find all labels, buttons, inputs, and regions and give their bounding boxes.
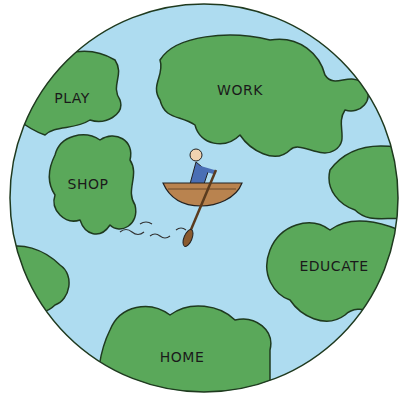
globe-outline [10,4,398,392]
region-label: HOME [160,349,204,365]
region-label: SHOP [68,176,109,192]
land-shop [49,135,136,234]
land-north [250,0,340,20]
rower [120,149,242,248]
region-label: PLAY [54,90,90,106]
land-work [156,35,368,156]
land-play [0,51,121,135]
region-label: WORK [217,82,263,98]
land-east [329,146,408,220]
region-label: EDUCATE [299,258,368,274]
land-southwest [0,246,69,320]
land-home [98,306,271,396]
land-educate [267,221,408,321]
